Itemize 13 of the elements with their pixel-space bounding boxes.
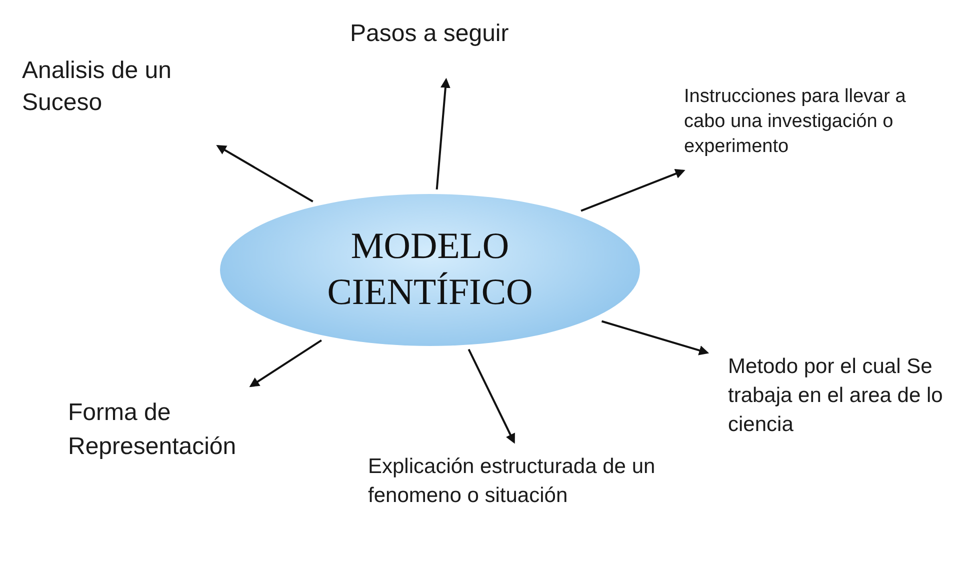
arrow: [580, 168, 686, 212]
handwritten-note: Forma de Representación: [68, 398, 238, 462]
arrow: [249, 340, 322, 388]
arrow: [601, 320, 710, 356]
arrow: [216, 144, 314, 202]
node-title: MODELO CIENTÍFICO: [326, 225, 534, 315]
handwritten-note: Analisis de un Suceso: [22, 56, 172, 118]
handwritten-note: Explicación estructurada de un fenomeno o situación: [368, 454, 656, 509]
handwritten-note: Metodo por el cual Se trabaja en el area de lo ciencia: [728, 354, 944, 438]
arrow: [468, 348, 515, 444]
handwritten-note: Instrucciones para llevar a cabo una investigación o experimento: [684, 85, 907, 159]
arrow: [436, 78, 450, 190]
handwritten-note: Pasos a seguir: [350, 19, 510, 49]
